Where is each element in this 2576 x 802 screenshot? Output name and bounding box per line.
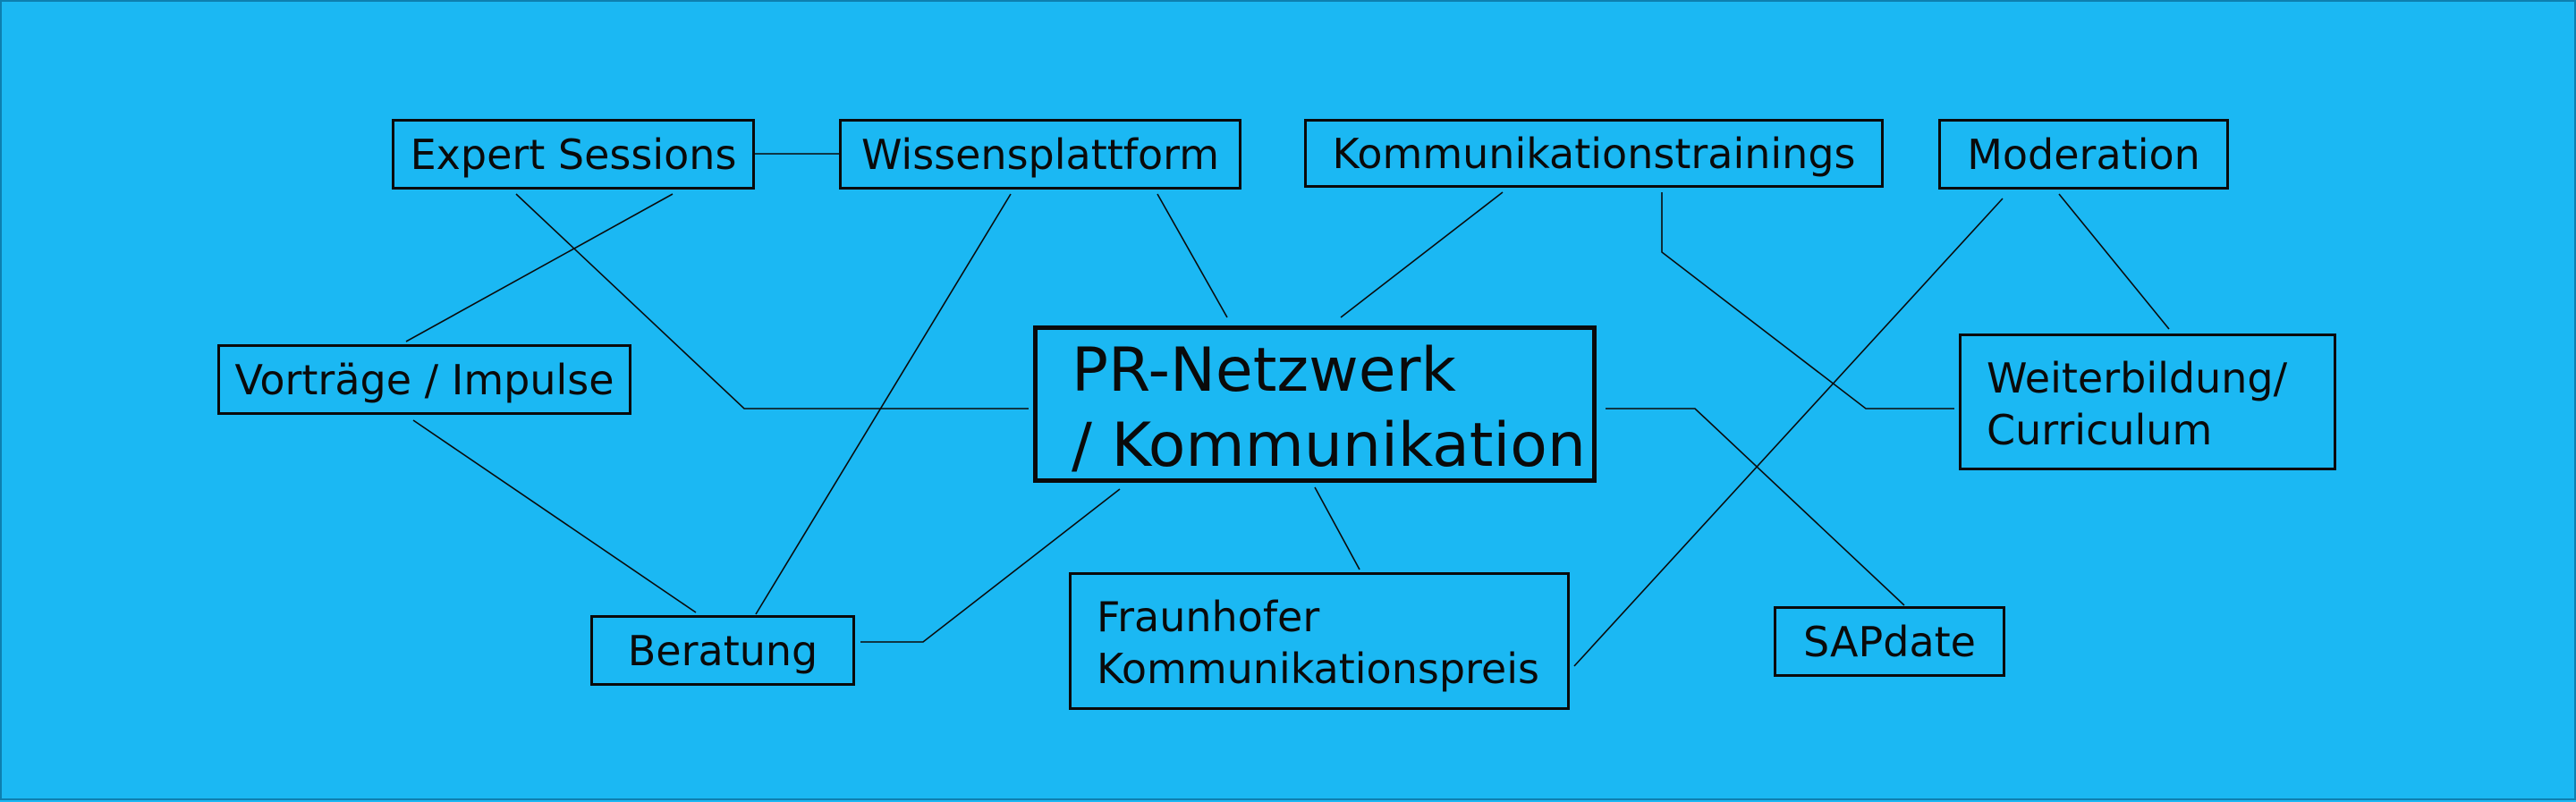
connector-expert-center bbox=[515, 193, 1029, 409]
connector-center-preis bbox=[1314, 486, 1360, 570]
node-beratung-label: Beratung bbox=[627, 626, 818, 675]
weiterbildung-label-line2: Curriculum bbox=[1987, 406, 2213, 454]
kommunikationspreis-label-line1: Fraunhofer bbox=[1097, 593, 1320, 641]
node-fraunhofer-kommunikationspreis: Fraunhofer Kommunikationspreis bbox=[1069, 572, 1570, 710]
connector-center-beratung bbox=[860, 488, 1121, 643]
node-vortraege-impulse: Vorträge / Impulse bbox=[217, 344, 631, 415]
weiterbildung-label-line1: Weiterbildung/ bbox=[1987, 354, 2288, 402]
center-label-line1: PR-Netzwerk bbox=[1072, 335, 1456, 406]
node-expert-sessions-label: Expert Sessions bbox=[410, 130, 737, 179]
node-vortraege-label: Vorträge / Impulse bbox=[234, 355, 614, 404]
node-weiterbildung-curriculum: Weiterbildung/ Curriculum bbox=[1959, 333, 2336, 470]
connector-expert-vortraege bbox=[405, 193, 674, 342]
connector-moderation-preis bbox=[1573, 198, 2004, 667]
node-sapdate: SAPdate bbox=[1774, 606, 2005, 677]
center-label-line2: / Kommunikation bbox=[1072, 410, 1587, 481]
node-wissensplattform-label: Wissensplattform bbox=[860, 130, 1220, 179]
node-kommunikationstrainings-label: Kommunikationstrainings bbox=[1332, 129, 1856, 178]
connector-kommtrain-center bbox=[1340, 191, 1504, 318]
node-kommunikationstrainings: Kommunikationstrainings bbox=[1304, 119, 1884, 188]
connector-kommtrain-weiterbildung bbox=[1661, 192, 1954, 409]
node-beratung: Beratung bbox=[590, 615, 855, 686]
kommunikationspreis-label-line2: Kommunikationspreis bbox=[1097, 645, 1539, 693]
node-moderation: Moderation bbox=[1938, 119, 2229, 190]
connector-moderation-weiterbildung bbox=[2058, 193, 2170, 330]
connector-center-sapdate bbox=[1606, 408, 1905, 606]
node-wissensplattform: Wissensplattform bbox=[839, 119, 1241, 190]
node-expert-sessions: Expert Sessions bbox=[392, 119, 755, 190]
connector-wissen-center bbox=[1157, 193, 1228, 318]
node-sapdate-label: SAPdate bbox=[1803, 617, 1976, 666]
node-moderation-label: Moderation bbox=[1967, 130, 2200, 179]
connector-vortraege-beratung bbox=[412, 419, 697, 613]
node-pr-netzwerk-center: PR-Netzwerk / Kommunikation bbox=[1033, 325, 1597, 483]
connector-wissen-beratung bbox=[755, 193, 1012, 615]
